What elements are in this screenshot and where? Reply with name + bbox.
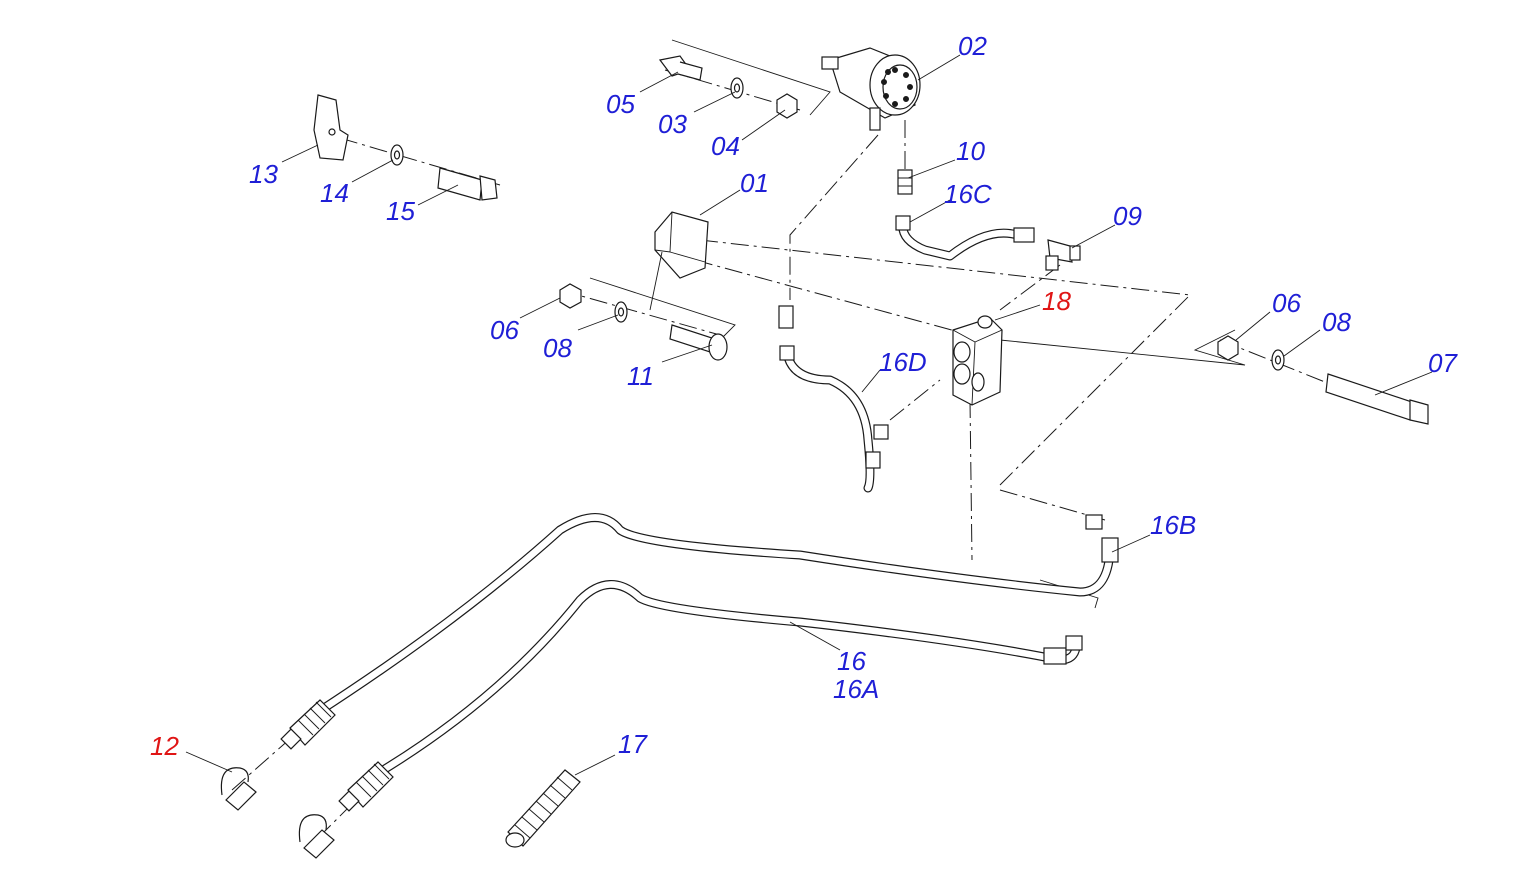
label-16A: 16A [833,674,880,704]
nut-part-06-left [559,283,582,309]
pin-part-11 [669,324,728,361]
hose-16C [895,215,1035,261]
label-14: 14 [320,178,349,208]
label-10: 10 [956,136,985,166]
nut-part-04 [776,93,798,119]
coupler-lower [338,761,394,812]
label-06-left: 06 [490,315,519,345]
bracket-part-01 [649,211,709,311]
label-02: 02 [958,31,987,61]
hose-16D [778,305,889,493]
valve-part-18 [952,315,1003,406]
motor-part-02 [821,47,921,131]
label-16D: 16D [879,347,927,377]
label-15: 15 [386,196,415,226]
hose-16B [313,513,1119,717]
leader-lines [185,54,1433,776]
fitting-part-10 [897,169,913,195]
washer-part-14 [390,144,404,166]
center-lines [231,69,1421,839]
label-05: 05 [606,89,635,119]
label-01: 01 [740,168,769,198]
label-12: 12 [150,731,179,761]
coupler-upper [280,699,336,750]
washer-part-03 [730,77,744,99]
bolt-part-07 [1325,373,1429,425]
bolt-part-15 [437,167,498,201]
label-08-left: 08 [543,333,572,363]
label-07: 07 [1428,348,1457,378]
dust-cap-part-12 [220,767,257,811]
label-18: 18 [1042,286,1071,316]
label-08-right: 08 [1322,307,1351,337]
label-16B: 16B [1150,510,1197,540]
plate-part-13 [313,94,349,161]
dust-cap-lower [298,814,335,859]
hose-16-16A [370,580,1083,780]
label-06-right: 06 [1272,288,1301,318]
label-16: 16 [837,646,866,676]
tee-fitting-part-09 [1045,239,1081,271]
label-11: 11 [627,361,654,391]
label-03: 03 [658,109,687,139]
bolt-part-05 [658,55,703,81]
nut-part-06-right [1217,335,1239,361]
label-16C: 16C [944,179,992,209]
hose-guard-part-17 [505,769,581,848]
washer-part-08-left [614,301,628,323]
washer-part-08-right [1271,349,1285,371]
frame-outlines [589,39,1246,609]
label-09: 09 [1113,201,1142,231]
label-17: 17 [618,729,647,759]
label-04: 04 [711,131,740,161]
label-13: 13 [249,159,278,189]
